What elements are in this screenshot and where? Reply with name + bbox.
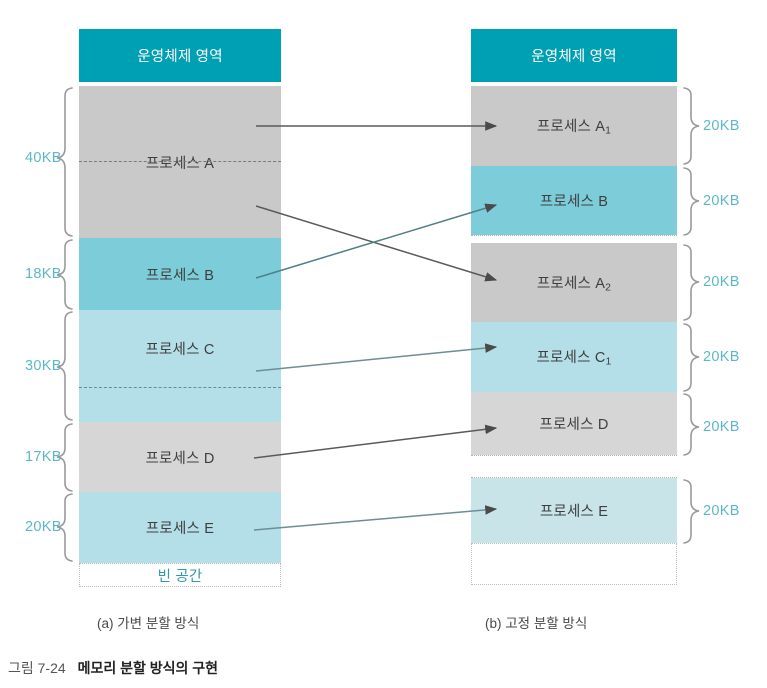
memory-block-label: 프로세스 C1 <box>536 350 612 368</box>
os-area-block-right: 운영체제 영역 <box>471 29 677 82</box>
memory-block-label: 프로세스 C <box>145 341 215 358</box>
subscript: 2 <box>605 282 612 294</box>
memory-block-process-a2: 프로세스 A2 <box>471 243 677 322</box>
memory-block-label: 프로세스 A <box>145 155 215 172</box>
arrow-a-to-a2 <box>255 205 498 282</box>
memory-block-label: 프로세스 B <box>539 194 609 210</box>
memory-block-label: 프로세스 E <box>539 504 609 520</box>
figure-caption: 그림 7-24 메모리 분할 방식의 구현 <box>8 658 218 678</box>
arrow-b-to-b <box>255 203 498 279</box>
size-label-40kb: 40KB <box>25 150 62 166</box>
figure-number: 그림 7-24 <box>8 660 66 676</box>
free-space-block-left: 빈 공간 <box>79 563 281 587</box>
size-label-right-5: 20KB <box>703 419 740 435</box>
arrow-d-to-d <box>253 424 498 459</box>
size-label-right-6: 20KB <box>703 503 740 519</box>
divider-dotted-1 <box>471 235 677 236</box>
memory-block-label: 프로세스 D <box>145 450 215 467</box>
memory-block-label: 프로세스 D <box>539 417 609 433</box>
memory-block-process-d-right: 프로세스 D <box>471 392 677 455</box>
size-label-right-4: 20KB <box>703 349 740 365</box>
memory-block-process-c1: 프로세스 C1 <box>471 322 677 392</box>
free-space-block-right <box>471 543 677 585</box>
memory-block-process-d: 프로세스 D <box>79 422 281 492</box>
os-area-block-left: 운영체제 영역 <box>79 29 281 82</box>
divider-dashed-process-c <box>79 387 281 388</box>
size-label-17kb: 17KB <box>25 449 62 465</box>
memory-block-label: 프로세스 E <box>145 521 215 537</box>
arrow-c-to-c1 <box>255 343 498 372</box>
panel-caption-b: (b) 고정 분할 방식 <box>485 616 588 631</box>
memory-block-label: 프로세스 B <box>145 267 215 284</box>
memory-block-process-c: 프로세스 C <box>79 310 281 422</box>
memory-block-process-b-right: 프로세스 B <box>471 166 677 235</box>
memory-block-label: 프로세스 A1 <box>536 119 612 137</box>
divider-dotted-3 <box>471 477 677 478</box>
divider-dotted-2 <box>471 455 677 456</box>
panel-caption-a: (a) 가변 분할 방식 <box>97 616 200 631</box>
subscript: 1 <box>605 356 612 368</box>
memory-block-process-b: 프로세스 B <box>79 238 281 310</box>
memory-block-process-a: 프로세스 A <box>79 86 281 238</box>
size-label-right-2: 20KB <box>703 193 740 209</box>
memory-block-label: 프로세스 A2 <box>536 275 612 294</box>
size-label-right-3: 20KB <box>703 274 740 290</box>
size-label-30kb: 30KB <box>25 358 62 374</box>
figure-title: 메모리 분할 방식의 구현 <box>77 660 219 676</box>
brace-group-right <box>683 87 700 544</box>
memory-block-process-e-right: 프로세스 E <box>471 478 677 543</box>
memory-block-process-a1: 프로세스 A1 <box>471 86 677 166</box>
arrow-group <box>253 121 498 531</box>
subscript: 1 <box>605 125 612 137</box>
memory-block-process-e: 프로세스 E <box>79 492 281 563</box>
size-label-20kb: 20KB <box>25 519 62 535</box>
size-label-18kb: 18KB <box>25 266 62 282</box>
arrow-e-to-e <box>253 505 498 531</box>
divider-dashed-process-a <box>79 161 281 162</box>
size-label-right-1: 20KB <box>703 118 740 134</box>
